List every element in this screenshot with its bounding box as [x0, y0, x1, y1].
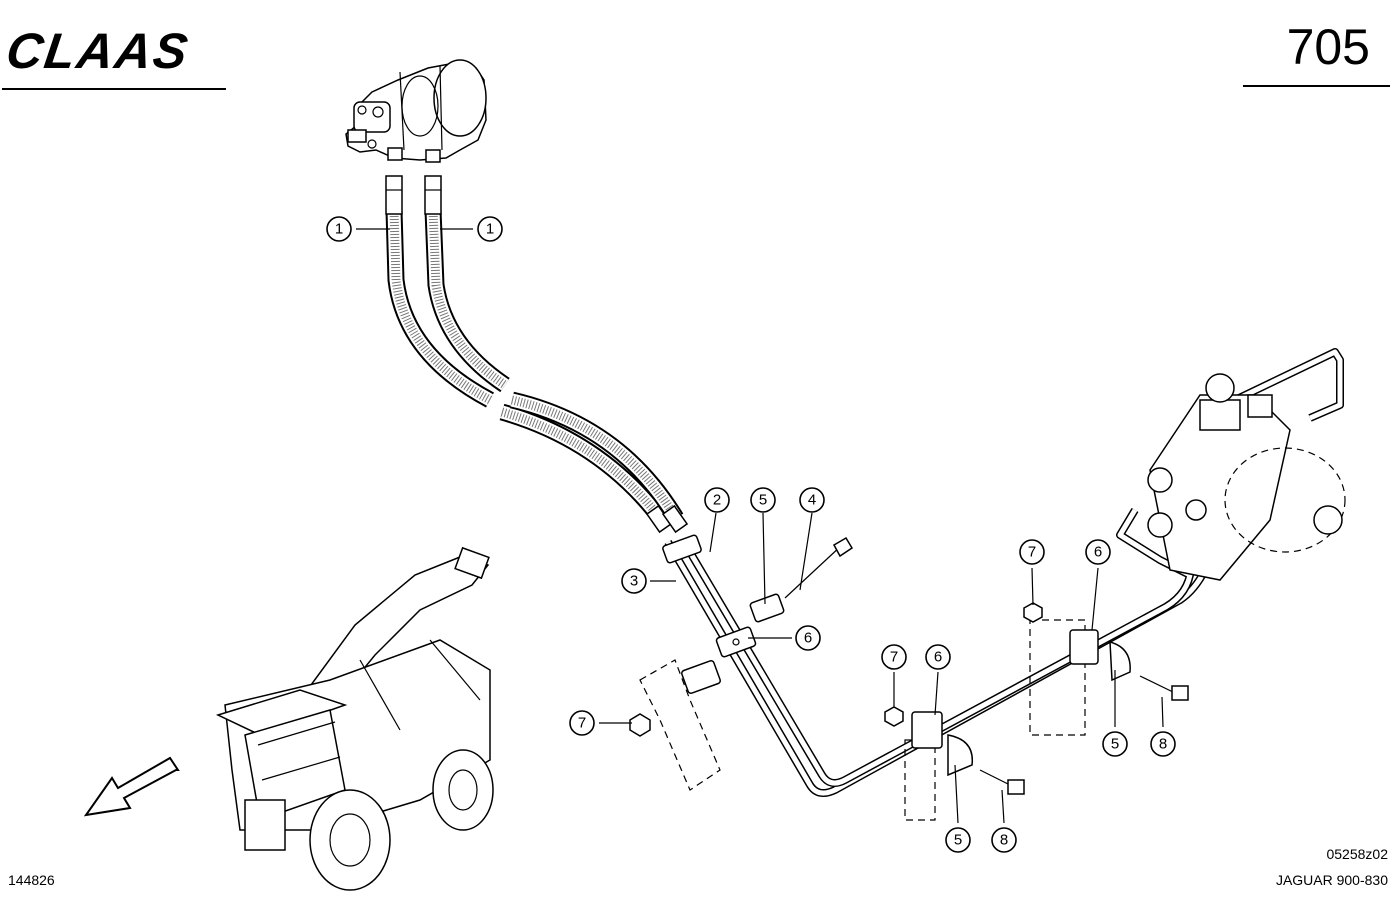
callout-5a-label: 5 — [759, 492, 767, 509]
callout-5b-label: 5 — [954, 832, 962, 849]
callout-6a-label: 6 — [804, 630, 812, 647]
valve-block — [1147, 373, 1346, 581]
callout-1a: 1 — [326, 216, 352, 242]
callout-7a-label: 7 — [578, 715, 586, 732]
callout-1b: 1 — [477, 216, 503, 242]
header-frame — [2, 85, 1390, 90]
callout-5c-label: 5 — [1111, 736, 1119, 753]
callout-3-label: 3 — [630, 573, 638, 590]
callout-6b-label: 6 — [934, 649, 942, 666]
callout-2: 2 — [704, 487, 730, 513]
callout-1a-label: 1 — [335, 221, 343, 238]
callout-1b-label: 1 — [486, 221, 494, 238]
callout-6b: 6 — [925, 644, 951, 670]
callout-8b-label: 8 — [1159, 736, 1167, 753]
callout-8a-label: 8 — [1000, 832, 1008, 849]
callout-7a: 7 — [569, 710, 595, 736]
callout-2-label: 2 — [713, 492, 721, 509]
callout-8a: 8 — [991, 827, 1017, 853]
callout-7b: 7 — [881, 644, 907, 670]
callout-3: 3 — [621, 568, 647, 594]
brand-logo: CLAAS — [3, 23, 193, 79]
hydraulic-motor — [345, 59, 487, 163]
hose-pair — [385, 175, 689, 534]
page-number: 705 — [1287, 19, 1370, 75]
callout-6a: 6 — [795, 625, 821, 651]
drawing-number: 144826 — [8, 872, 55, 888]
callout-4-label: 4 — [808, 492, 816, 509]
reference-code: 05258z02 — [1326, 846, 1388, 862]
callout-7c-label: 7 — [1028, 544, 1036, 561]
callout-7b-label: 7 — [890, 649, 898, 666]
clamps — [681, 593, 1131, 777]
direction-arrow-icon — [83, 756, 180, 817]
callout-5a: 5 — [750, 487, 776, 513]
callout-6c: 6 — [1085, 539, 1111, 565]
callout-7c: 7 — [1019, 539, 1045, 565]
model-name: JAGUAR 900-830 — [1275, 872, 1388, 888]
callout-6c-label: 6 — [1094, 544, 1102, 561]
callout-4: 4 — [799, 487, 825, 513]
leader-lines — [356, 228, 1164, 824]
callout-8b: 8 — [1150, 731, 1176, 757]
support-brackets — [639, 619, 1086, 821]
forage-harvester-illustration — [215, 546, 494, 891]
callout-5c: 5 — [1102, 731, 1128, 757]
callout-5b: 5 — [945, 827, 971, 853]
